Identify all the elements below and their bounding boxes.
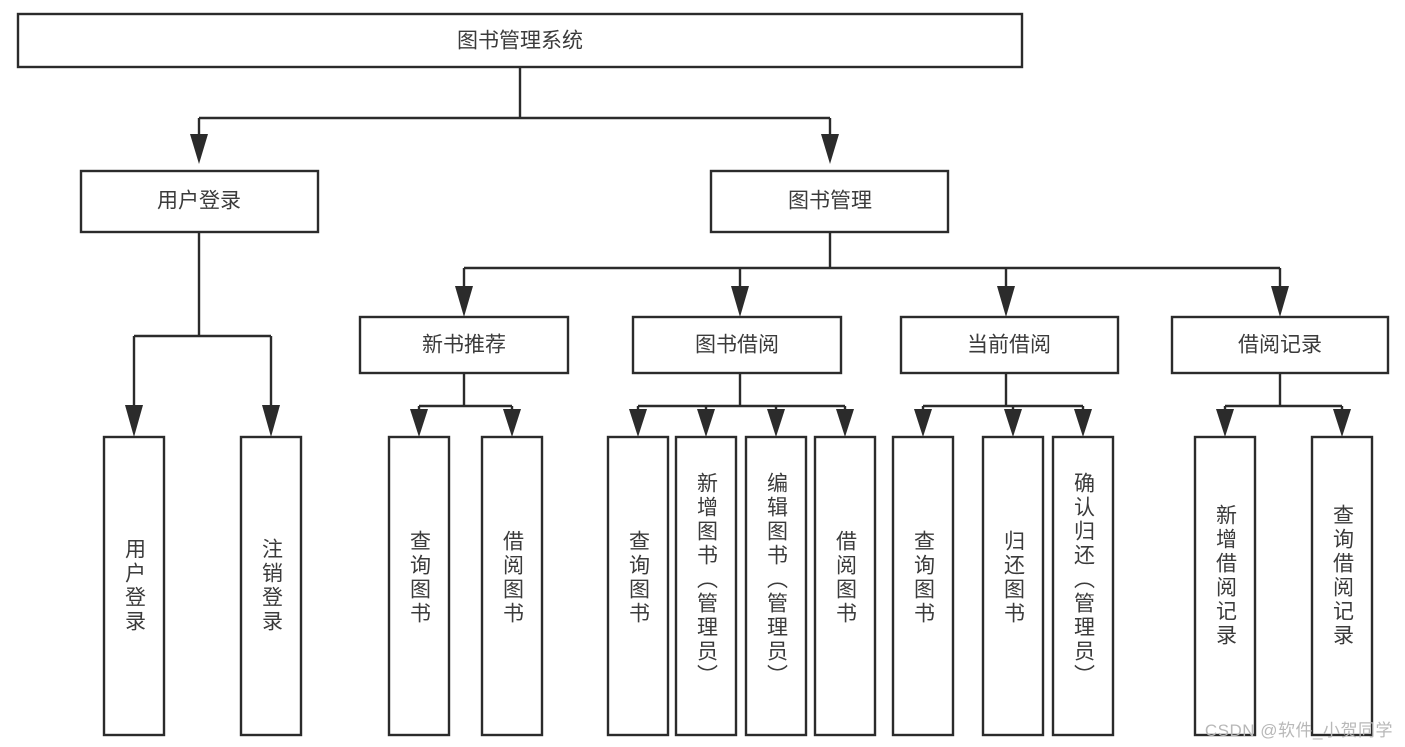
node-book-borrow-box[interactable] xyxy=(631,315,843,375)
node-current-borrow[interactable]: 当前借阅 xyxy=(899,315,1120,375)
node-leaf-return-book[interactable]: 归还图书 xyxy=(981,435,1045,737)
arrow-head-borrow-record xyxy=(1271,286,1289,317)
connector-group-user-login xyxy=(125,232,280,437)
connector-group-root xyxy=(190,67,839,164)
arrow-head-leaf-add-book xyxy=(697,409,715,437)
node-leaf-user-login-label: 用户登录 xyxy=(123,538,147,634)
node-new-book-rec[interactable]: 新书推荐 xyxy=(358,315,570,375)
arrow-head-leaf-edit-book xyxy=(767,409,785,437)
node-leaf-borrow-book-1-box[interactable] xyxy=(480,435,544,737)
node-book-mgmt-box[interactable] xyxy=(709,169,950,234)
connector-group-book-borrow xyxy=(629,373,854,437)
node-leaf-add-record-label: 新增借阅记录 xyxy=(1214,504,1238,648)
node-leaf-user-logout-label: 注销登录 xyxy=(260,538,284,634)
node-leaf-borrow-book-2-box[interactable] xyxy=(813,435,877,737)
node-root[interactable]: 图书管理系统 xyxy=(16,12,1024,69)
node-current-borrow-box[interactable] xyxy=(899,315,1120,375)
node-root-label: 图书管理系统 xyxy=(457,30,583,53)
node-book-mgmt[interactable]: 图书管理 xyxy=(709,169,950,234)
node-leaf-add-record[interactable]: 新增借阅记录 xyxy=(1193,435,1257,737)
node-leaf-add-book[interactable]: 新增图书（管理员） xyxy=(674,435,738,737)
node-user-login-box[interactable] xyxy=(79,169,320,234)
node-new-book-rec-box[interactable] xyxy=(358,315,570,375)
node-leaf-borrow-book-1[interactable]: 借阅图书 xyxy=(480,435,544,737)
node-leaf-query-book-2[interactable]: 查询图书 xyxy=(606,435,670,737)
node-leaf-add-book-box[interactable] xyxy=(674,435,738,737)
node-leaf-add-record-box[interactable] xyxy=(1193,435,1257,737)
node-leaf-return-book-box[interactable] xyxy=(981,435,1045,737)
node-borrow-record-label: 借阅记录 xyxy=(1238,334,1322,357)
arrow-head-new-book-rec xyxy=(455,286,473,317)
node-leaf-query-record-box[interactable] xyxy=(1310,435,1374,737)
node-leaf-query-book-2-label: 查询图书 xyxy=(627,530,651,626)
node-borrow-record[interactable]: 借阅记录 xyxy=(1170,315,1390,375)
arrow-head-leaf-confirm-return xyxy=(1074,409,1092,437)
node-leaf-borrow-book-2[interactable]: 借阅图书 xyxy=(813,435,877,737)
node-leaf-query-book-1-box[interactable] xyxy=(387,435,451,737)
arrow-head-user-login xyxy=(190,134,208,164)
arrow-head-leaf-query-book-1 xyxy=(410,409,428,437)
node-leaf-query-record-label: 查询借阅记录 xyxy=(1331,504,1355,648)
node-leaf-query-book-1[interactable]: 查询图书 xyxy=(387,435,451,737)
arrow-head-book-borrow xyxy=(731,286,749,317)
node-leaf-confirm-return-label: 确认归还（管理员） xyxy=(1072,472,1096,688)
node-user-login-label: 用户登录 xyxy=(157,190,241,213)
node-leaf-user-login[interactable]: 用户登录 xyxy=(102,435,166,737)
arrow-head-book-mgmt xyxy=(821,134,839,164)
arrow-head-leaf-add-record xyxy=(1216,409,1234,437)
arrow-head-leaf-borrow-book-2 xyxy=(836,409,854,437)
node-new-book-rec-label: 新书推荐 xyxy=(422,334,506,357)
arrow-head-leaf-user-login xyxy=(125,405,143,437)
node-root-box[interactable] xyxy=(16,12,1024,69)
node-leaf-edit-book[interactable]: 编辑图书（管理员） xyxy=(744,435,808,737)
connector-group-new-book-rec xyxy=(410,373,521,437)
arrow-head-leaf-return-book xyxy=(1004,409,1022,437)
arrow-head-current-borrow xyxy=(997,286,1015,317)
node-leaf-return-book-label: 归还图书 xyxy=(1002,530,1026,626)
node-leaf-query-book-3[interactable]: 查询图书 xyxy=(891,435,955,737)
node-leaf-query-book-3-label: 查询图书 xyxy=(912,530,936,626)
node-book-borrow[interactable]: 图书借阅 xyxy=(631,315,843,375)
node-leaf-query-book-3-box[interactable] xyxy=(891,435,955,737)
node-book-mgmt-label: 图书管理 xyxy=(788,190,872,213)
node-leaf-user-logout-box[interactable] xyxy=(239,435,303,737)
connector-group-borrow-record xyxy=(1216,373,1351,437)
node-leaf-edit-book-label: 编辑图书（管理员） xyxy=(765,472,789,688)
arrow-head-leaf-query-book-2 xyxy=(629,409,647,437)
arrow-head-leaf-query-book-3 xyxy=(914,409,932,437)
arrow-head-leaf-user-logout xyxy=(262,405,280,437)
node-leaf-add-book-label: 新增图书（管理员） xyxy=(695,472,719,688)
connector-group-current-borrow xyxy=(914,373,1092,437)
node-leaf-confirm-return-box[interactable] xyxy=(1051,435,1115,737)
node-leaf-confirm-return[interactable]: 确认归还（管理员） xyxy=(1051,435,1115,737)
node-book-borrow-label: 图书借阅 xyxy=(695,334,779,357)
node-current-borrow-label: 当前借阅 xyxy=(967,334,1051,357)
node-leaf-user-login-box[interactable] xyxy=(102,435,166,737)
connector-group-book-mgmt xyxy=(455,232,1289,317)
node-leaf-edit-book-box[interactable] xyxy=(744,435,808,737)
node-leaf-borrow-book-1-label: 借阅图书 xyxy=(501,530,525,626)
node-leaf-user-logout[interactable]: 注销登录 xyxy=(239,435,303,737)
node-leaf-query-book-1-label: 查询图书 xyxy=(408,530,432,626)
node-user-login[interactable]: 用户登录 xyxy=(79,169,320,234)
node-leaf-query-record[interactable]: 查询借阅记录 xyxy=(1310,435,1374,737)
arrow-head-leaf-query-record xyxy=(1333,409,1351,437)
node-leaf-borrow-book-2-label: 借阅图书 xyxy=(834,530,858,626)
node-borrow-record-box[interactable] xyxy=(1170,315,1390,375)
watermark-text: CSDN @软件_小贺同学 xyxy=(1204,721,1393,740)
arrow-head-leaf-borrow-book-1 xyxy=(503,409,521,437)
node-leaf-query-book-2-box[interactable] xyxy=(606,435,670,737)
